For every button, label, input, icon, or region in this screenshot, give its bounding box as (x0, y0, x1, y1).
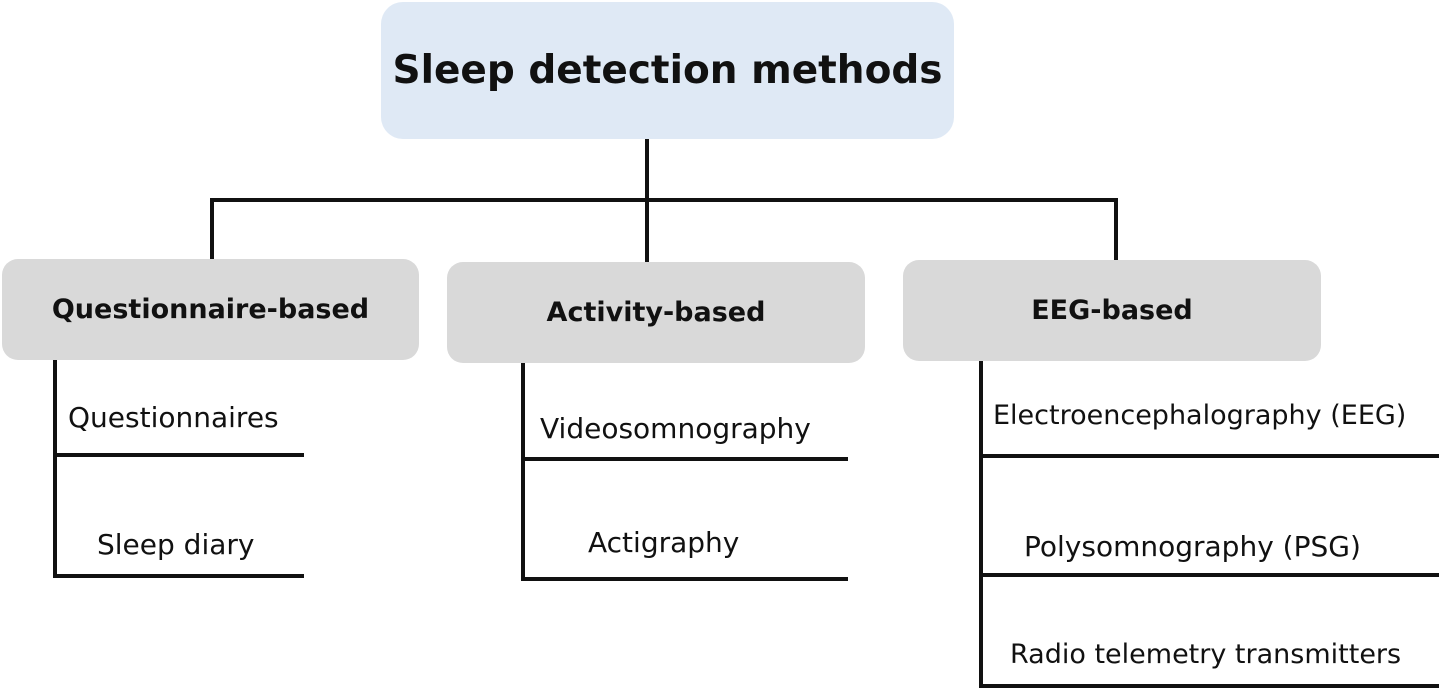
category-eeg-based: EEG-based (903, 260, 1321, 361)
category-label: EEG-based (1031, 295, 1193, 326)
item-radio-telemetry: Radio telemetry transmitters (1010, 639, 1402, 670)
root-node: Sleep detection methods (381, 2, 954, 139)
category-questionnaire-based: Questionnaire-based (2, 259, 419, 360)
item-electroencephalography: Electroencephalography (EEG) (993, 400, 1407, 431)
category-label: Activity-based (546, 297, 766, 328)
item-questionnaires: Questionnaires (68, 401, 279, 434)
category-activity-based: Activity-based (447, 262, 865, 363)
category-label: Questionnaire-based (51, 294, 370, 325)
root-label: Sleep detection methods (392, 48, 943, 93)
item-sleep-diary: Sleep diary (97, 528, 255, 561)
item-videosomnography: Videosomnography (540, 412, 811, 445)
item-polysomnography: Polysomnography (PSG) (1024, 530, 1361, 563)
item-actigraphy: Actigraphy (588, 526, 740, 559)
